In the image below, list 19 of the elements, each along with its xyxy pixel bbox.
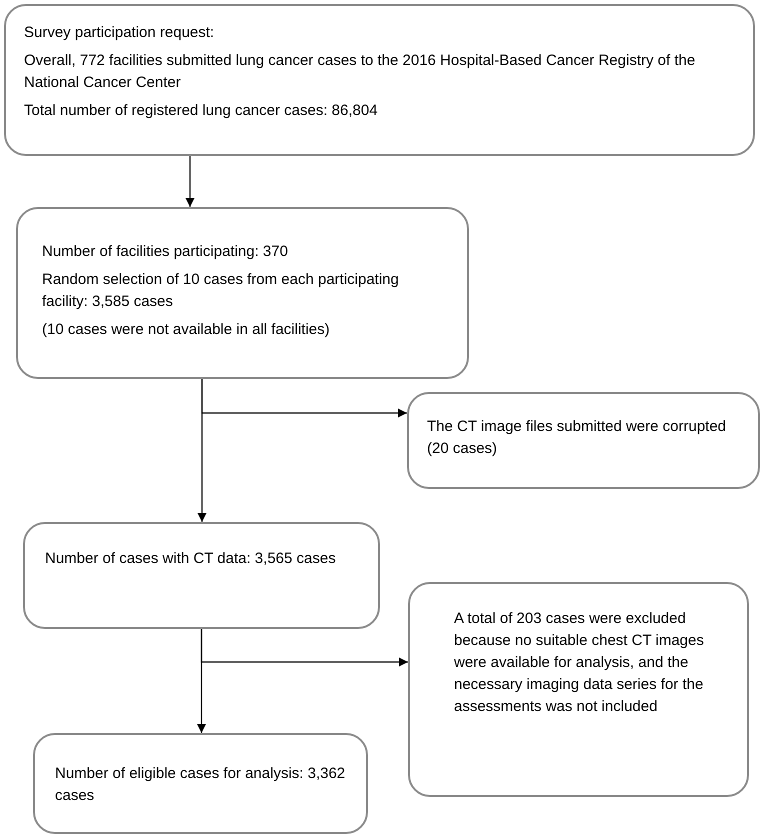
- box-text: Number of eligible cases for analysis: 3,362 cases: [55, 764, 346, 806]
- arrow: [186, 156, 194, 207]
- box-text: Survey participation request:: [24, 23, 216, 43]
- process-box: [23, 522, 380, 629]
- arrow: [201, 379, 407, 418]
- arrow: [200, 629, 408, 666]
- process-box: [16, 207, 469, 379]
- box-text: The CT image files submitted were corrupted (20 cases): [427, 417, 728, 459]
- process-box: [33, 733, 368, 834]
- process-box: [4, 4, 755, 156]
- box-text: Number of facilities participating: 370: [42, 242, 289, 262]
- box-text: Total number of registered lung cancer cases: 86,804: [24, 101, 379, 121]
- box-text: A total of 203 cases were excluded because no suitable chest CT images were available for analysis, and the necessary imaging data series for the assessments was not included: [454, 609, 705, 717]
- box-text: (10 cases were not available in all facilities): [42, 320, 331, 340]
- box-text: Overall, 772 facilities submitted lung cancer cases to the 2016 Hospital-Based Cancer Registry of the National Cancer Center: [24, 51, 696, 93]
- box-text: Random selection of 10 cases from each participating facility: 3,585 cases: [42, 270, 400, 312]
- box-text: Number of cases with CT data: 3,565 cases: [45, 549, 337, 569]
- process-box: [407, 392, 760, 489]
- process-box: [408, 582, 749, 797]
